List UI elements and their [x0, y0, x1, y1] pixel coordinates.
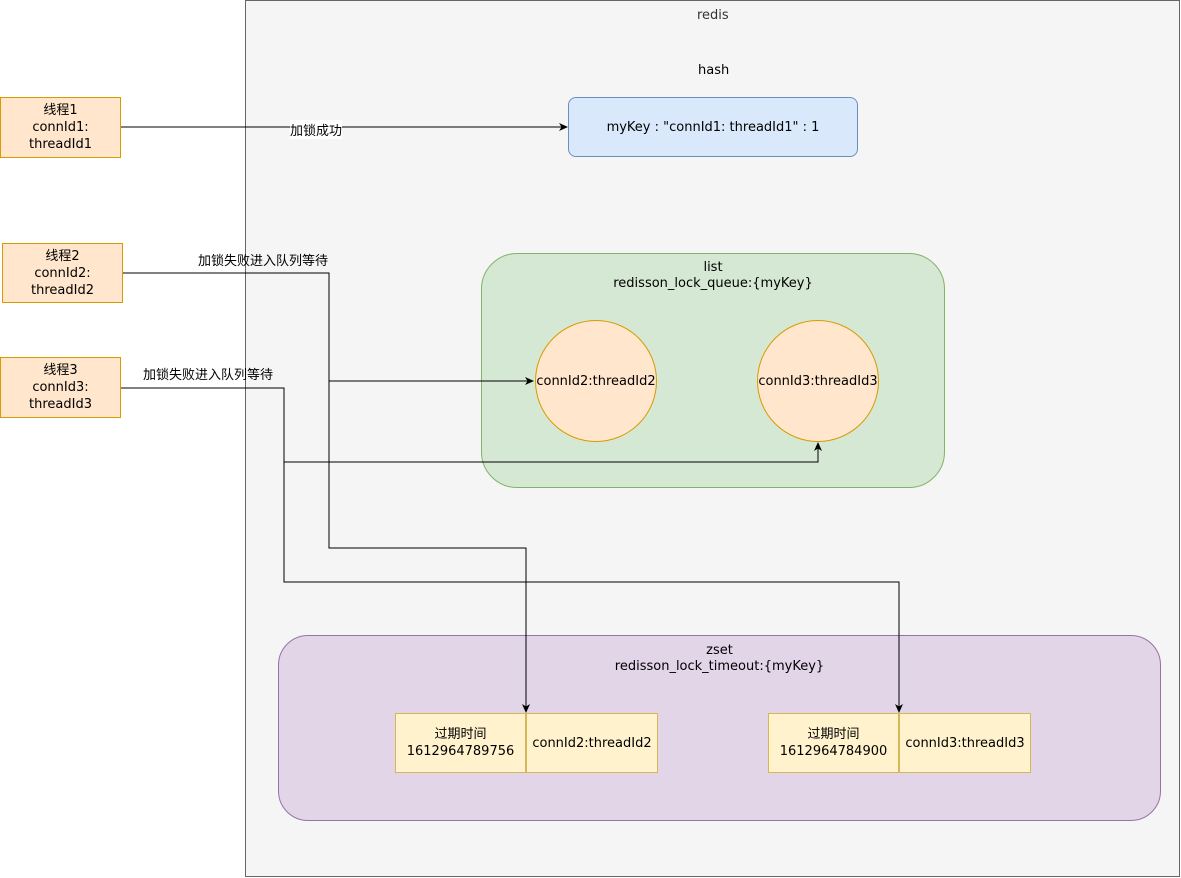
edge-thread2-zset [328, 381, 530, 713]
thread-box-2: 线程2 connId2: threadId2 [2, 243, 123, 303]
thread-box-3: 线程3 connId3: threadId3 [0, 357, 121, 418]
zset-score-cell: 过期时间 1612964789756 [395, 713, 526, 773]
list-header: list redisson_lock_queue:{myKey} [481, 260, 945, 292]
zset-score-label: 过期时间 [434, 727, 487, 742]
list-item: connId2:threadId2 [535, 320, 657, 442]
list-item-label: connId3:threadId3 [758, 373, 878, 389]
zset-member-cell: connId2:threadId2 [526, 713, 658, 773]
zset-member-label: connId2:threadId2 [532, 735, 652, 751]
thread-name: 线程1 [43, 103, 78, 118]
list-key-label: redisson_lock_queue:{myKey} [613, 276, 813, 291]
thread-id: connId2: threadId2 [31, 265, 94, 298]
zset-member-label: connId3:threadId3 [905, 735, 1025, 751]
edge-thread3-zset [283, 462, 903, 713]
hash-entry-text: myKey : "connId1: threadId1" : 1 [606, 119, 820, 135]
hash-title: hash [698, 63, 730, 78]
redis-title: redis [697, 8, 729, 23]
hash-entry-box: myKey : "connId1: threadId1" : 1 [568, 97, 858, 157]
zset-type-label: zset [706, 643, 733, 658]
thread-box-1: 线程1 connId1: threadId1 [0, 97, 121, 158]
zset-member-cell: connId3:threadId3 [899, 713, 1031, 773]
thread-id: connId3: threadId3 [29, 380, 92, 412]
zset-score-label: 过期时间 [807, 727, 860, 742]
zset-header: zset redisson_lock_timeout:{myKey} [278, 643, 1161, 675]
zset-score-value: 1612964789756 [406, 744, 515, 759]
thread-id: connId1: threadId1 [29, 120, 92, 152]
zset-score-cell: 过期时间 1612964784900 [768, 713, 899, 773]
thread-name: 线程2 [45, 248, 80, 264]
thread-name: 线程3 [43, 363, 78, 378]
edge-thread2-list [123, 272, 534, 385]
list-item-label: connId2:threadId2 [536, 373, 656, 389]
edge-label-success: 加锁成功 [290, 120, 343, 139]
zset-score-value: 1612964784900 [779, 744, 888, 759]
list-item: connId3:threadId3 [757, 320, 879, 442]
zset-key-label: redisson_lock_timeout:{myKey} [614, 659, 825, 674]
list-type-label: list [703, 260, 723, 275]
edge-thread3-list [121, 387, 822, 463]
edge-label-fail-3: 加锁失败进入队列等待 [143, 368, 274, 383]
edge-label-fail-2: 加锁失败进入队列等待 [198, 254, 329, 269]
